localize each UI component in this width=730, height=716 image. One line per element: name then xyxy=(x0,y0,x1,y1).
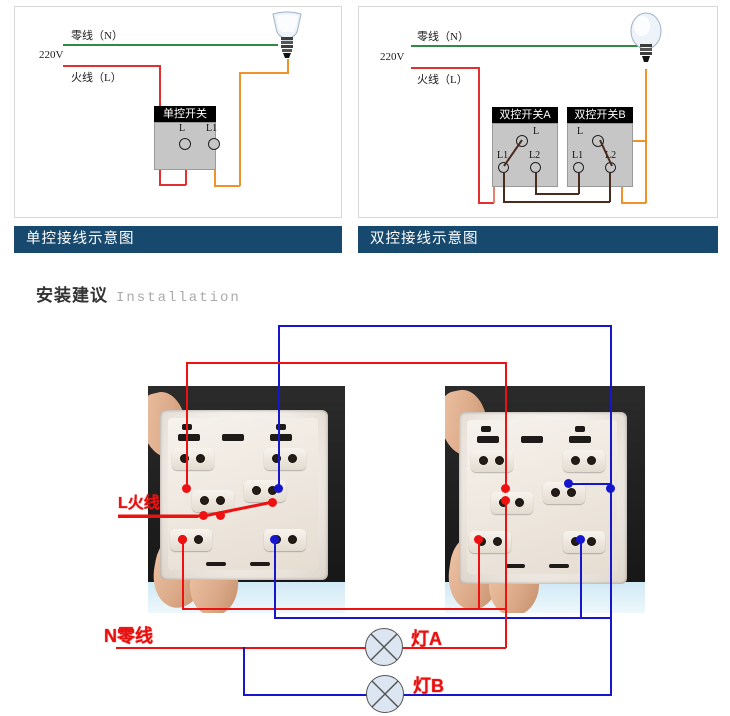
live-wire-red-down-2 xyxy=(478,67,480,202)
live-label-2: 火线（L） xyxy=(417,74,468,86)
terminal-label-L: L xyxy=(179,123,186,134)
terminal-dot-L xyxy=(179,138,191,150)
red-wire-right-mid-down xyxy=(505,500,507,648)
single-control-diagram-panel: 零线（N） 220V 火线（L） 单控开关 L L1 xyxy=(14,6,342,218)
red-dot-right-mid xyxy=(501,496,510,505)
red-wire-top-rail xyxy=(186,362,506,364)
blue-dot-right-mid xyxy=(564,479,573,488)
switch-photo-right xyxy=(445,386,645,613)
red-wire-right-lower-down xyxy=(478,539,480,610)
red-terminal-dot-right xyxy=(501,484,510,493)
double-switch-a-title: 双控开关A xyxy=(492,107,558,123)
blue-wire-bottom-link xyxy=(274,617,610,619)
blue-wire-lower-left-down xyxy=(274,539,276,619)
lampB-rail-blue-drop xyxy=(243,647,245,695)
double-control-diagram-panel: 零线（N） 220V 火线（L） 双控开关A L L1 L2 双控开关B L L… xyxy=(358,6,718,218)
lamp-wire-orange-v-2 xyxy=(645,69,647,203)
switchA-terminal-label-L: L xyxy=(533,126,540,137)
installation-heading-cn: 安装建议 xyxy=(36,286,108,305)
switchB-blade xyxy=(599,139,613,167)
voltage-label-2: 220V xyxy=(380,51,405,63)
lamp-a-label: 灯A xyxy=(411,629,442,649)
terminal-label-L1: L1 xyxy=(206,123,218,134)
single-diagram-caption: 单控接线示意图 xyxy=(14,226,342,253)
single-switch-title: 单控开关 xyxy=(154,106,216,122)
light-bulb-icon xyxy=(263,10,311,62)
switchB-terminal-label-L: L xyxy=(577,126,584,137)
neutral-label: 零线（N） xyxy=(71,30,123,42)
terminal-dot-L1 xyxy=(208,138,220,150)
lamp-a-cross-icon xyxy=(370,633,398,661)
traveler-wire-mid-h xyxy=(535,193,579,195)
blue-dot-right-lowerright xyxy=(576,535,585,544)
installation-heading: 安装建议 Installation xyxy=(36,281,241,306)
switchA-blade xyxy=(503,139,523,167)
lampB-rail-blue-right xyxy=(402,694,612,696)
double-switch-a-body xyxy=(492,123,558,187)
lamp-wire-orange-to-bulb xyxy=(239,72,289,74)
lampB-rail-blue-left xyxy=(243,694,385,696)
traveler-wire-A-L1-down xyxy=(503,173,505,202)
lamp-wire-orange-bottom xyxy=(214,185,240,187)
neutral-rail-red-right xyxy=(400,647,506,649)
live-wire-red-bottom-2 xyxy=(478,202,494,204)
lamp-b-cross-icon xyxy=(371,680,399,708)
blue-wire-right-mid-h xyxy=(568,483,612,485)
traveler-wire-A-L2-down xyxy=(535,173,537,194)
switchA-terminal-label-L1: L1 xyxy=(497,150,509,161)
light-bulb-icon-2 xyxy=(622,11,670,69)
blue-wire-left-up xyxy=(278,325,280,488)
blue-wire-right-down xyxy=(610,325,612,488)
red-dot-lower-left xyxy=(178,535,187,544)
traveler-wire-B-L2-down xyxy=(609,173,611,202)
red-wire-lower-left-down xyxy=(182,539,184,610)
single-switch-body xyxy=(154,122,216,170)
red-terminal-dot-left xyxy=(182,484,191,493)
live-wire-red-bottom xyxy=(159,184,186,186)
blue-wire-right-mid-down xyxy=(610,483,612,695)
lamp-wire-orange-up xyxy=(239,72,241,186)
double-diagram-caption: 双控接线示意图 xyxy=(358,226,718,253)
live-wire-red-top-2 xyxy=(411,67,479,69)
switchA-terminal-label-L2: L2 xyxy=(529,150,541,161)
lamp-b-label: 灯B xyxy=(413,676,444,696)
installation-heading-en: Installation xyxy=(116,290,241,306)
blue-wire-right-lowerright-down xyxy=(580,539,582,617)
live-label: 火线（L） xyxy=(71,72,122,84)
neutral-rail-red-left xyxy=(116,647,384,649)
traveler-wire-B-L1-down xyxy=(578,173,580,194)
red-dot-mid-left xyxy=(199,511,208,520)
neutral-wire-annotation: N零线 xyxy=(104,626,153,646)
red-wire-right-down xyxy=(505,362,507,488)
neutral-wire-green xyxy=(63,44,278,46)
switchB-terminal-label-L2: L2 xyxy=(605,150,617,161)
lamp-wire-orange-bulb-stub xyxy=(287,59,289,73)
red-wire-left-down xyxy=(186,362,188,488)
live-wire-red-top xyxy=(63,65,159,67)
switchB-terminal-dot-L1 xyxy=(573,162,584,173)
red-dot-right-lower xyxy=(474,535,483,544)
live-wire-annotation: L火线 xyxy=(118,495,160,512)
red-dot-mid-left2 xyxy=(216,511,225,520)
neutral-wire-green-2 xyxy=(411,45,646,47)
voltage-label: 220V xyxy=(39,49,64,61)
blue-terminal-dot-left xyxy=(274,484,283,493)
blue-wire-top-rail xyxy=(278,325,612,327)
switchB-terminal-label-L1: L1 xyxy=(572,150,584,161)
double-switch-b-title: 双控开关B xyxy=(567,107,633,123)
traveler-wire-A-L1-h xyxy=(503,201,610,203)
blue-dot-lower-left xyxy=(270,535,279,544)
switchA-terminal-dot-L1 xyxy=(498,162,509,173)
lamp-wire-orange-bottom-2 xyxy=(621,202,646,204)
switch-photo-left xyxy=(148,386,345,613)
neutral-label-2: 零线（N） xyxy=(417,31,469,43)
red-dot-mid-right xyxy=(268,498,277,507)
red-wire-live-diagonal xyxy=(118,500,274,518)
red-wire-right-lower-h xyxy=(345,608,505,610)
red-wire-lower-left-h xyxy=(182,608,345,610)
switchA-terminal-dot-L2 xyxy=(530,162,541,173)
